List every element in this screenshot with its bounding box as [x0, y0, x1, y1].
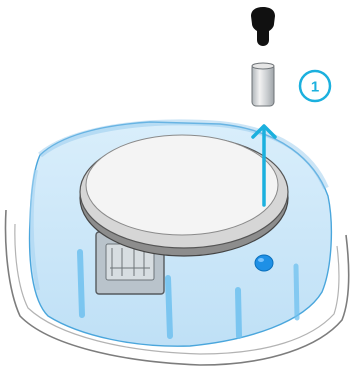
- black-cap-icon: [251, 7, 275, 46]
- blue-indicator-dot-icon: [254, 254, 274, 272]
- tray: [4, 209, 350, 366]
- filter-cartridge-icon: [251, 62, 275, 107]
- step-number-label: 1: [311, 79, 319, 96]
- step-number-badge: 1: [298, 69, 332, 103]
- lid: [79, 134, 289, 257]
- arrow-up-icon: [251, 124, 277, 207]
